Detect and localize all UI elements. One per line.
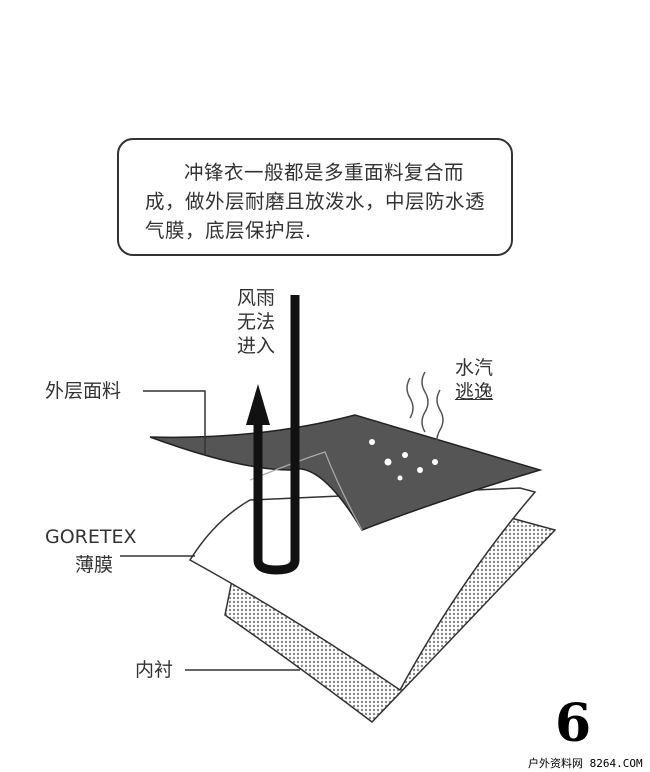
outer-fabric-fold bbox=[249, 451, 363, 531]
vapor-line-1: 水汽 bbox=[455, 357, 494, 379]
leader-lines bbox=[120, 390, 300, 671]
water-droplets bbox=[369, 439, 438, 481]
vapor-label: 水汽 逃逸 bbox=[455, 356, 493, 404]
intro-text-box: 冲锋衣一般都是多重面料复合而成，做外层耐磨且放泼水，中层防水透气膜，底层保护层. bbox=[117, 138, 513, 256]
vapor-steam-icon bbox=[406, 371, 449, 467]
vapor-line-2: 逃逸 bbox=[455, 381, 494, 403]
goretex-label: GORETEX bbox=[45, 526, 137, 548]
watermark: 户外资料网 8264.COM bbox=[528, 757, 643, 770]
wind-rain-line-1: 风雨 bbox=[237, 287, 276, 309]
membrane-label: 薄膜 bbox=[75, 554, 114, 576]
page-number: 6 bbox=[555, 693, 592, 754]
wind-rain-line-2: 无法 bbox=[237, 311, 276, 333]
outer-fabric-label: 外层面料 bbox=[45, 380, 122, 402]
wind-rain-line-3: 进入 bbox=[237, 335, 276, 357]
lining-label: 内衬 bbox=[135, 659, 174, 681]
wind-rain-label: 风雨 无法 进入 bbox=[237, 286, 275, 358]
rain-arrow bbox=[246, 295, 300, 575]
goretex-membrane-layer bbox=[188, 487, 537, 692]
